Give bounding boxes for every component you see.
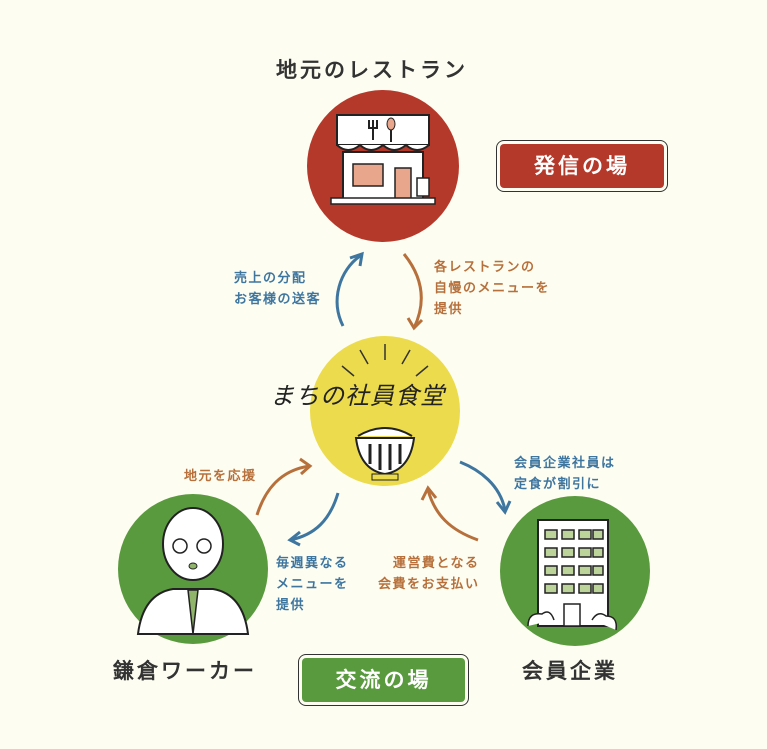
note-line: 会員企業社員は [514, 456, 616, 471]
arrow-to-company [459, 460, 507, 511]
note-from-restaurant: 各レストランの 自慢のメニューを 提供 [434, 257, 550, 320]
worker-icon [136, 507, 250, 635]
note-from-worker: 地元を応援 [184, 469, 257, 484]
sending-place-badge: 発信の場 [500, 144, 664, 188]
note-to-restaurant: 売上の分配 お客様の送客 [234, 268, 321, 310]
restaurant-title: 地元のレストラン [276, 58, 468, 82]
rice-bowl-icon [341, 344, 429, 481]
worker-circle [118, 494, 268, 644]
office-building-icon [527, 519, 618, 631]
note-line: お客様の送客 [234, 292, 322, 307]
note-from-company: 運営費となる 会費をお支払い [378, 553, 480, 595]
note-line: 運営費となる [392, 556, 480, 571]
restaurant-icon [330, 114, 436, 205]
arrow-from-restaurant [402, 253, 423, 329]
note-line: 売上の分配 [234, 271, 307, 286]
note-line: 提供 [276, 598, 306, 613]
note-line: 定食が割引に [514, 477, 602, 492]
note-line: 毎週異なる [276, 556, 349, 571]
note-line: メニューを [276, 577, 349, 592]
note-line: 提供 [434, 302, 464, 317]
machi-no-shain-shokudo-logo: まちの社員食堂 [270, 382, 445, 410]
company-circle [500, 496, 650, 646]
arrow-to-worker [289, 492, 340, 542]
center-circle [310, 336, 460, 486]
arrow-to-restaurant [335, 254, 361, 327]
note-to-company: 会員企業社員は 定食が割引に [514, 453, 616, 495]
company-title: 会員企業 [522, 659, 618, 683]
worker-title: 鎌倉ワーカー [113, 659, 257, 683]
arrow-from-company [426, 489, 479, 542]
note-line: 各レストランの [434, 260, 536, 275]
exchange-place-badge: 交流の場 [302, 658, 465, 702]
note-to-worker: 毎週異なる メニューを 提供 [276, 553, 349, 616]
note-line: 会費をお支払い [378, 577, 480, 592]
arrow-from-worker [255, 464, 311, 516]
note-line: 自慢のメニューを [434, 281, 551, 296]
restaurant-circle [307, 90, 459, 242]
